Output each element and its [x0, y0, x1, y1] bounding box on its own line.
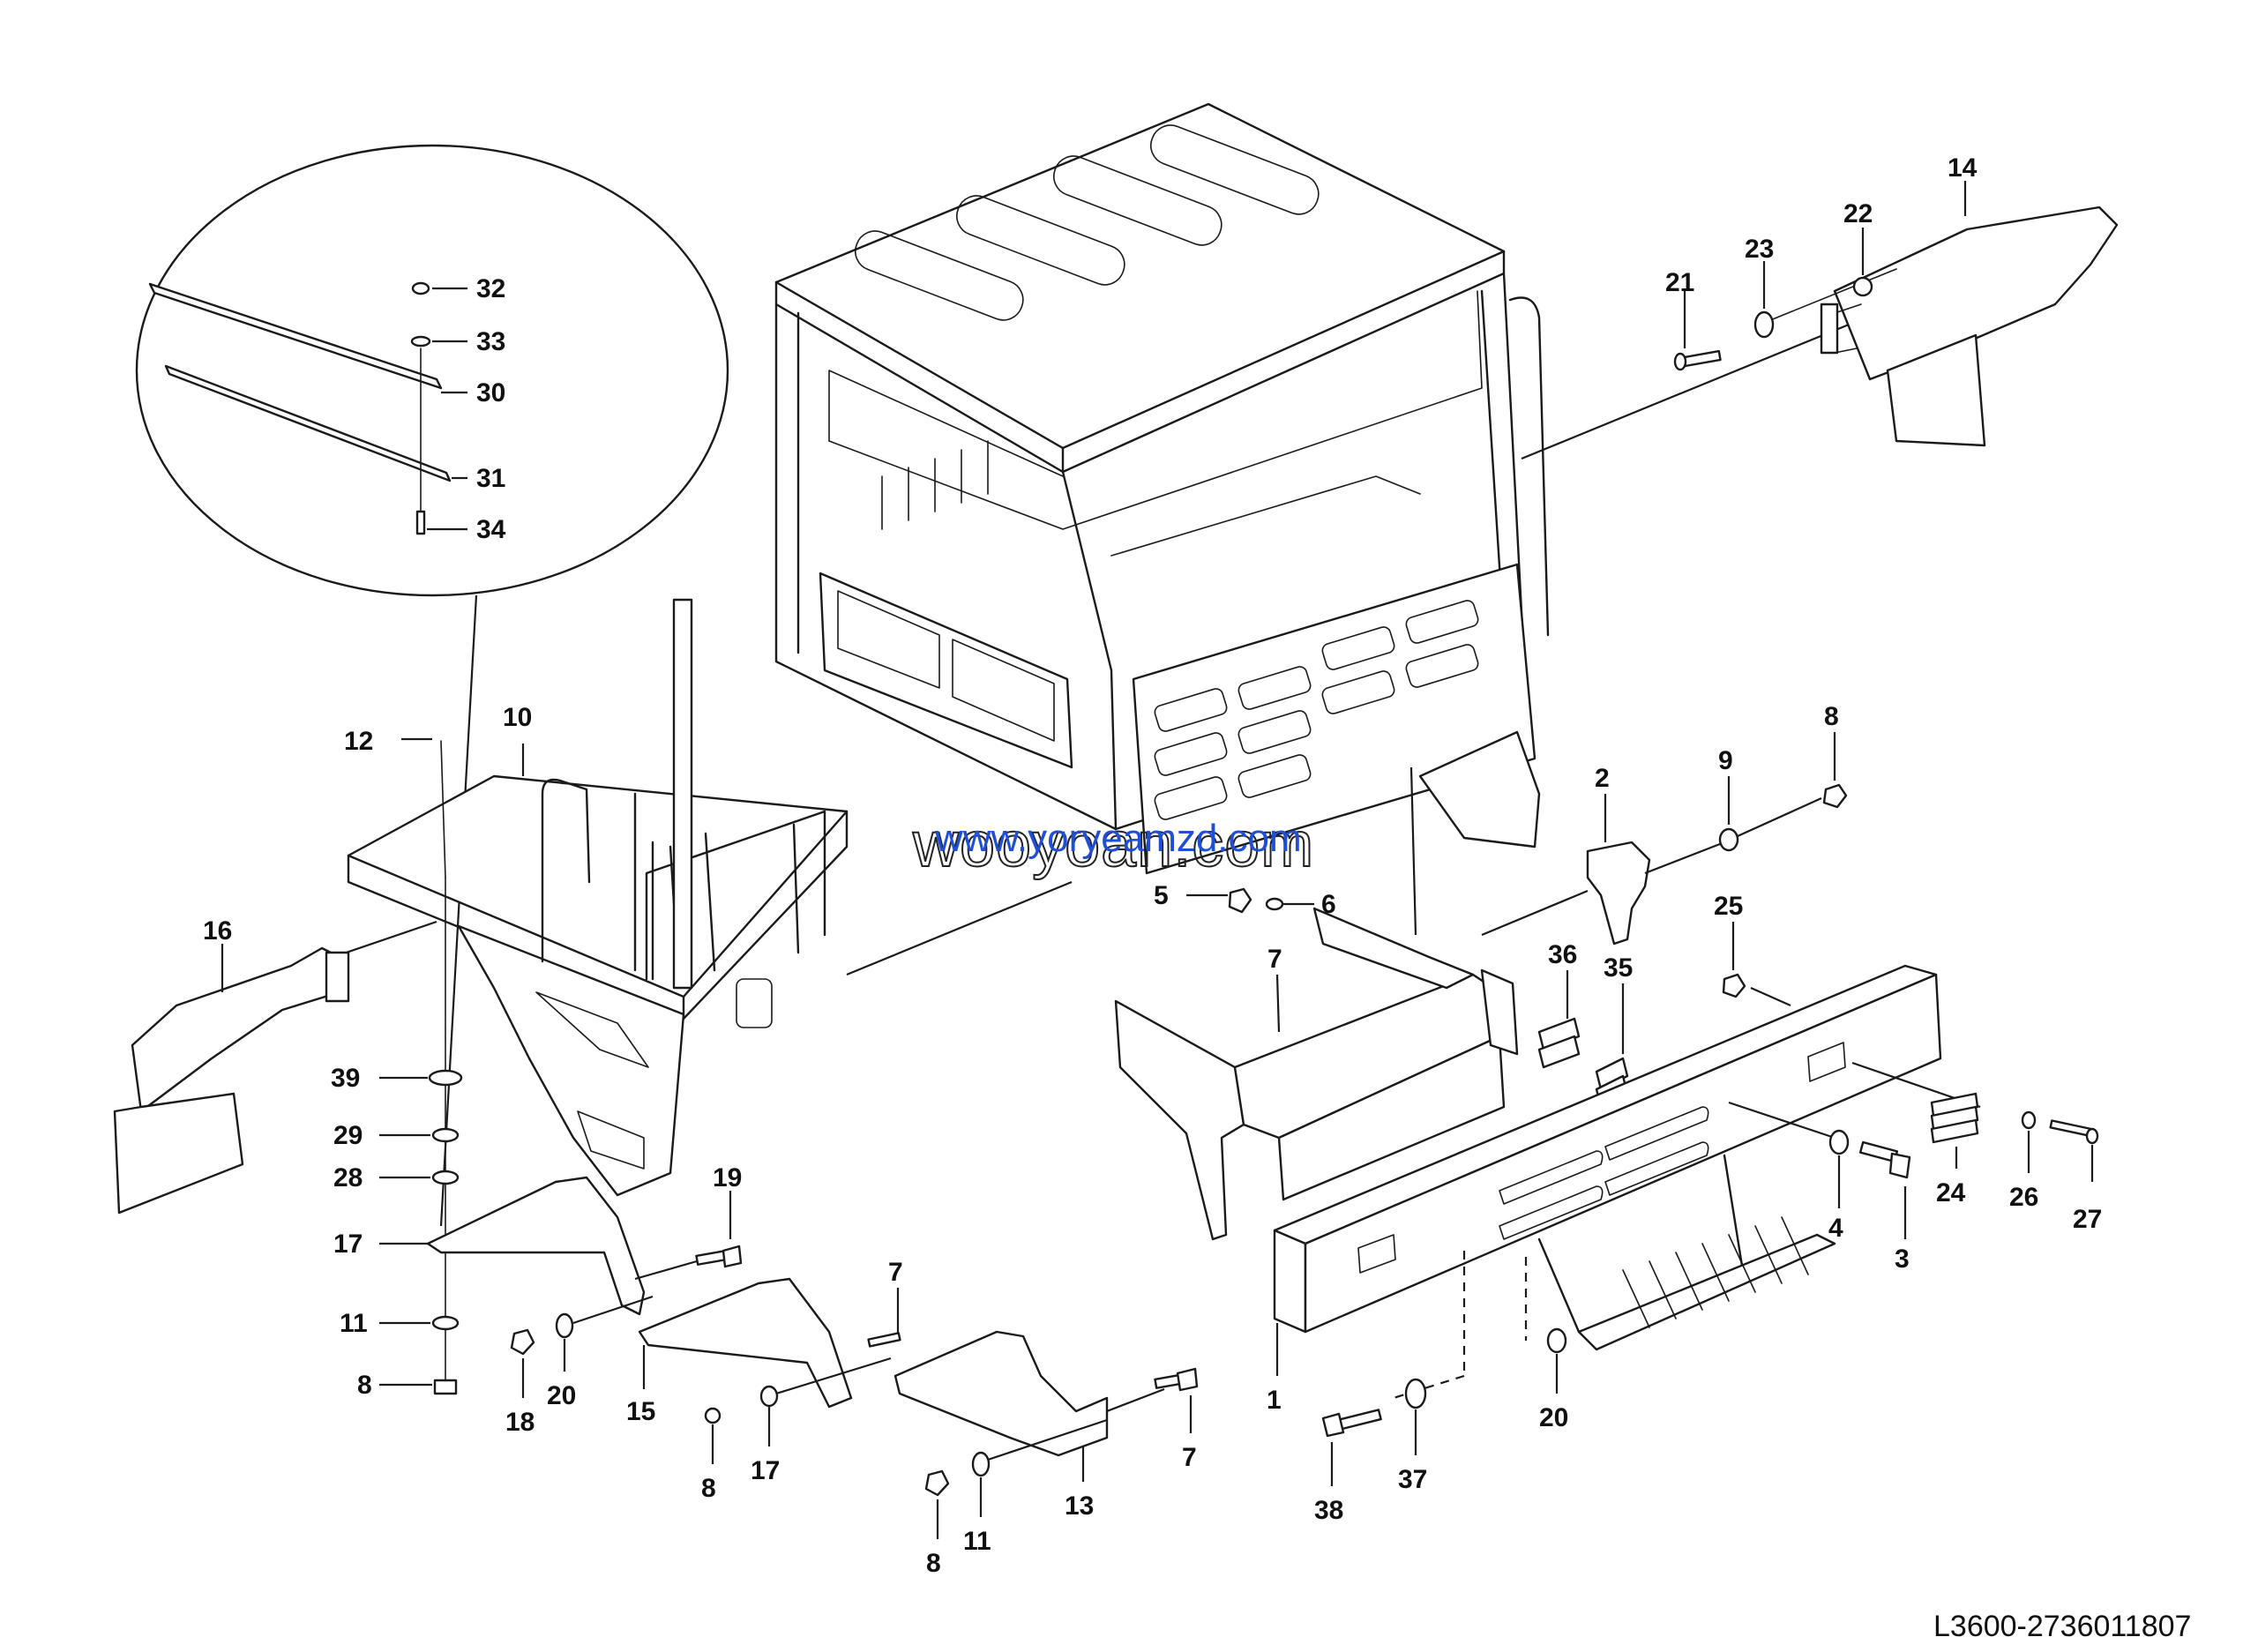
callout-11b: 11: [963, 1527, 991, 1556]
bolt-19: [695, 1191, 743, 1268]
bracket-15: [638, 1277, 853, 1409]
nut-5-washer-6: [1186, 887, 1314, 914]
washer-9: [1718, 776, 1822, 852]
callout-11a: 11: [340, 1309, 368, 1338]
callout-4: 4: [1828, 1214, 1843, 1243]
callout-3: 3: [1895, 1245, 1910, 1274]
bracket-13: [893, 1330, 1165, 1482]
callout-20a: 20: [547, 1381, 576, 1410]
callout-22: 22: [1843, 199, 1873, 228]
mudguard-right: [1754, 206, 2119, 447]
callout-17b: 17: [751, 1456, 780, 1485]
cab-assembly: [774, 102, 1888, 936]
callout-24: 24: [1936, 1178, 1966, 1207]
callout-32: 32: [476, 274, 505, 303]
watermark: wooyoan.com www.yoryeamzd.com: [911, 809, 1314, 881]
bolt-7b: [1154, 1367, 1199, 1433]
callout-7b: 7: [1182, 1443, 1197, 1472]
bracket-17: [379, 1176, 698, 1316]
callout-12: 12: [344, 727, 373, 756]
watermark-outline-text: wooyoan.com: [912, 810, 1314, 880]
callout-30: 30: [476, 378, 505, 407]
mudguard-left: [113, 944, 350, 1215]
callout-29: 29: [333, 1121, 363, 1150]
callout-8b: 8: [701, 1474, 716, 1503]
callout-2: 2: [1595, 764, 1610, 793]
callout-labels: 32 33 30 31 34 21 23 22 14 10 12 16 39 2…: [203, 153, 2102, 1578]
callout-27: 27: [2073, 1205, 2102, 1234]
frame-bracket: [1114, 907, 1519, 1241]
nut-8a: [1822, 732, 1848, 809]
nut-22: [1852, 228, 1873, 297]
callout-20b: 20: [1539, 1403, 1568, 1432]
callout-5: 5: [1154, 881, 1169, 910]
bracket-2: [1481, 794, 1725, 946]
screw-7a: [867, 1288, 901, 1348]
callout-7a: 7: [888, 1258, 903, 1287]
washer-23: [1753, 261, 1775, 339]
nut-8b-washer-17b: [704, 1357, 892, 1464]
callout-37: 37: [1398, 1465, 1427, 1494]
nut-18-washer-20: [510, 1295, 654, 1398]
callout-1: 1: [1267, 1386, 1282, 1415]
callout-18: 18: [505, 1408, 535, 1437]
callout-6: 6: [1321, 890, 1336, 919]
callout-7c: 7: [1267, 945, 1282, 974]
bolt-21: [1673, 291, 1722, 371]
callout-21: 21: [1665, 268, 1694, 297]
platform-10: [347, 598, 1073, 1197]
callout-33: 33: [476, 327, 505, 356]
callout-25: 25: [1714, 892, 1743, 921]
bolt-38-washer-37: [1321, 1378, 1427, 1486]
plates-24: [1930, 1092, 1979, 1169]
callout-31: 31: [476, 464, 505, 493]
detail-circle: [135, 144, 729, 1227]
callout-15: 15: [626, 1397, 655, 1426]
bumper-1: [1273, 964, 1981, 1376]
callout-8d: 8: [1824, 702, 1839, 731]
callout-19: 19: [713, 1163, 742, 1192]
callout-38: 38: [1314, 1496, 1343, 1525]
callout-10: 10: [503, 703, 532, 732]
watermark-overlay-text: www.yoryeamzd.com: [934, 817, 1302, 860]
callout-35: 35: [1604, 953, 1633, 983]
washer-4-bolt-3: [1828, 1129, 1911, 1239]
callout-26: 26: [2009, 1183, 2038, 1212]
washer-26-bolt-27: [2021, 1110, 2099, 1182]
pads-35-36: [1537, 970, 1629, 1109]
callout-16: 16: [203, 916, 232, 946]
step-ladder: [1393, 1154, 1836, 1400]
callout-23: 23: [1745, 235, 1774, 264]
callout-36: 36: [1548, 940, 1577, 969]
nut-25: [1722, 922, 1746, 998]
callout-39: 39: [331, 1064, 360, 1093]
nut-8c-washer-11b: [924, 1418, 1108, 1539]
callout-8a: 8: [357, 1371, 372, 1400]
callout-17a: 17: [333, 1230, 363, 1259]
reference-code: L3600-2736011807: [1933, 1610, 2191, 1643]
callout-8c: 8: [926, 1549, 941, 1578]
callout-34: 34: [476, 515, 506, 544]
callout-13: 13: [1065, 1491, 1094, 1521]
callout-14: 14: [1948, 153, 1978, 183]
hardware-stack-left: [379, 877, 463, 1395]
callout-28: 28: [333, 1163, 363, 1192]
callout-9: 9: [1718, 746, 1733, 775]
